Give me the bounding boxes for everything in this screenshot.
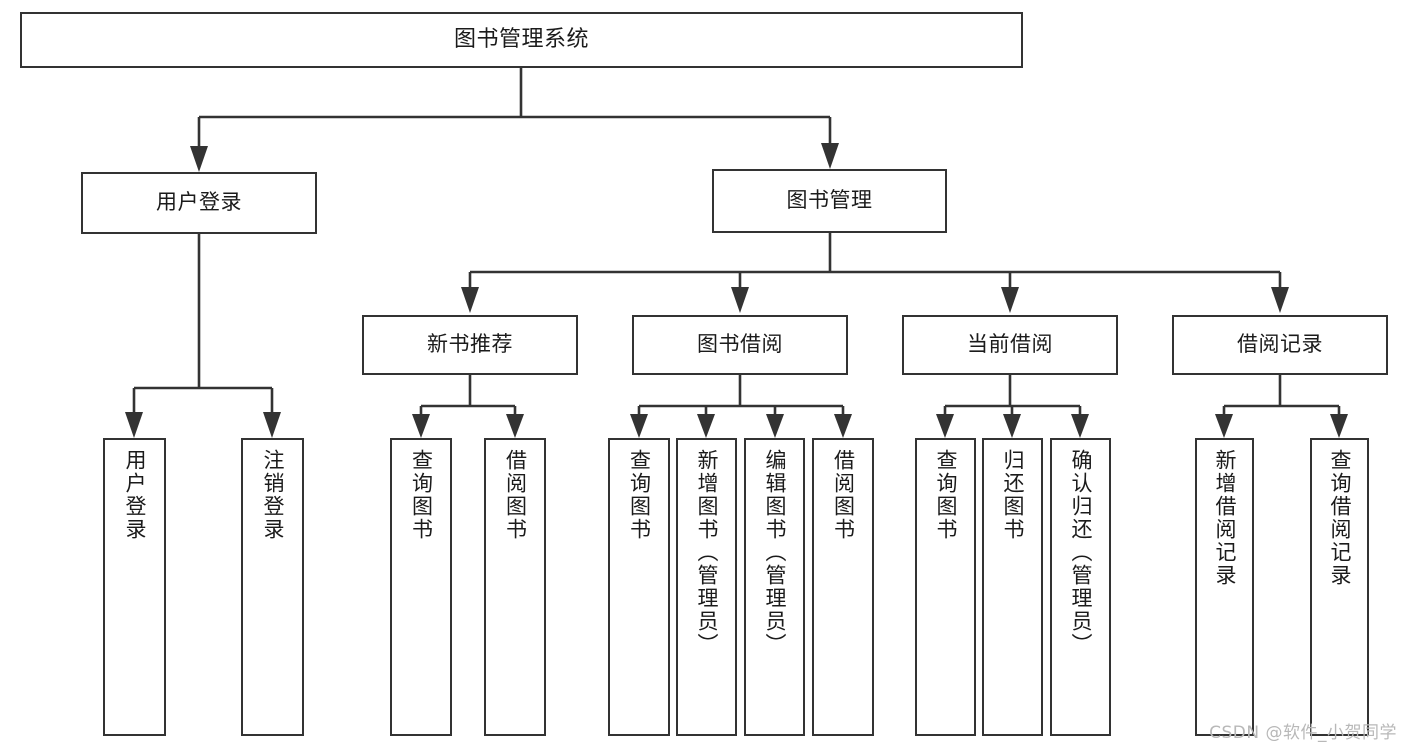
node-leaf-confirm-return-label: 确认归还（管理员） xyxy=(1069,449,1093,656)
arrowhead-leaf-logout xyxy=(263,412,281,438)
node-leaf-query-book-2-label: 查询图书 xyxy=(627,449,652,541)
node-leaf-add-record-label: 新增借阅记录 xyxy=(1213,449,1237,587)
node-borrow-record-label: 借阅记录 xyxy=(1237,332,1323,357)
node-leaf-borrow-book-1-label: 借阅图书 xyxy=(503,449,528,541)
node-leaf-query-book-3-label: 查询图书 xyxy=(934,449,958,541)
node-leaf-query-book-2[interactable]: 查询图书 xyxy=(608,438,670,736)
node-leaf-borrow-book-1[interactable]: 借阅图书 xyxy=(484,438,546,736)
node-leaf-query-record[interactable]: 查询借阅记录 xyxy=(1310,438,1369,736)
node-book-management-label: 图书管理 xyxy=(786,188,873,213)
node-root-system[interactable]: 图书管理系统 xyxy=(20,12,1023,68)
arrowhead-leaf-borrow-book-2 xyxy=(834,414,852,438)
node-leaf-add-book[interactable]: 新增图书（管理员） xyxy=(676,438,737,736)
arrowhead-new-book-recommend xyxy=(461,287,479,313)
node-leaf-return-book[interactable]: 归还图书 xyxy=(982,438,1043,736)
node-leaf-add-record[interactable]: 新增借阅记录 xyxy=(1195,438,1254,736)
arrowhead-leaf-query-record xyxy=(1330,414,1348,438)
arrowhead-borrow-record xyxy=(1271,287,1289,313)
node-leaf-edit-book-label: 编辑图书（管理员） xyxy=(763,449,787,656)
node-book-management[interactable]: 图书管理 xyxy=(712,169,947,233)
arrowhead-leaf-add-record xyxy=(1215,414,1233,438)
node-leaf-edit-book[interactable]: 编辑图书（管理员） xyxy=(744,438,805,736)
node-new-book-recommend[interactable]: 新书推荐 xyxy=(362,315,578,375)
node-leaf-user-login[interactable]: 用户登录 xyxy=(103,438,166,736)
node-leaf-logout[interactable]: 注销登录 xyxy=(241,438,304,736)
arrowhead-leaf-query-book-3 xyxy=(936,414,954,438)
node-book-borrow-label: 图书借阅 xyxy=(697,332,783,357)
arrowhead-leaf-query-book-2 xyxy=(630,414,648,438)
arrowhead-leaf-confirm-return xyxy=(1071,414,1089,438)
node-leaf-add-book-label: 新增图书（管理员） xyxy=(695,449,719,656)
arrowhead-book-management xyxy=(821,143,839,169)
arrowhead-leaf-query-book-1 xyxy=(412,414,430,438)
csdn-watermark: CSDN @软件_小贺同学 xyxy=(1209,723,1397,743)
node-borrow-record[interactable]: 借阅记录 xyxy=(1172,315,1388,375)
node-leaf-logout-label: 注销登录 xyxy=(261,449,285,541)
node-leaf-return-book-label: 归还图书 xyxy=(1001,449,1025,541)
node-leaf-query-record-label: 查询借阅记录 xyxy=(1328,449,1352,587)
node-current-borrow[interactable]: 当前借阅 xyxy=(902,315,1118,375)
node-leaf-confirm-return[interactable]: 确认归还（管理员） xyxy=(1050,438,1111,736)
node-user-login-label: 用户登录 xyxy=(156,190,242,215)
node-new-book-recommend-label: 新书推荐 xyxy=(427,332,513,357)
arrowhead-leaf-user-login xyxy=(125,412,143,438)
node-leaf-user-login-label: 用户登录 xyxy=(123,449,147,541)
arrowhead-book-borrow xyxy=(731,287,749,313)
arrowhead-leaf-borrow-book-1 xyxy=(506,414,524,438)
arrowhead-leaf-return-book xyxy=(1003,414,1021,438)
arrowhead-user-login xyxy=(190,146,208,172)
node-leaf-query-book-1-label: 查询图书 xyxy=(409,449,434,541)
node-leaf-borrow-book-2-label: 借阅图书 xyxy=(831,449,856,541)
node-root-system-label: 图书管理系统 xyxy=(453,26,589,52)
node-leaf-borrow-book-2[interactable]: 借阅图书 xyxy=(812,438,874,736)
arrowhead-leaf-add-book xyxy=(697,414,715,438)
node-leaf-query-book-3[interactable]: 查询图书 xyxy=(915,438,976,736)
node-book-borrow[interactable]: 图书借阅 xyxy=(632,315,848,375)
arrowhead-leaf-edit-book xyxy=(766,414,784,438)
node-leaf-query-book-1[interactable]: 查询图书 xyxy=(390,438,452,736)
node-current-borrow-label: 当前借阅 xyxy=(967,332,1053,357)
node-user-login[interactable]: 用户登录 xyxy=(81,172,317,234)
arrowhead-current-borrow xyxy=(1001,287,1019,313)
